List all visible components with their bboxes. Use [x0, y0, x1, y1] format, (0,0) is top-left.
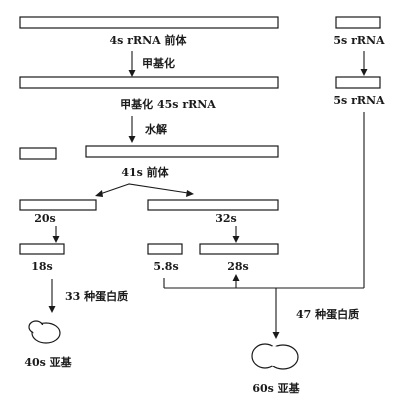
- methylation-label: 甲基化: [142, 56, 175, 70]
- rrna-32s-label: 32s: [215, 212, 237, 225]
- precursor-41s-label: 41s 前体: [121, 165, 169, 179]
- methylated-45s-bar: [19, 76, 279, 89]
- subunit-40s-icon: [28, 320, 61, 344]
- methylated-45s-label: 甲基化 45s rRNA: [120, 97, 216, 111]
- fragment-bar: [19, 147, 57, 160]
- rrna-18s-bar: [19, 243, 65, 255]
- fork-arrow-head-left: [95, 190, 103, 197]
- rrna-18s-label: 18s: [31, 260, 53, 273]
- rrna-5-8s-label: 5.8s: [153, 260, 178, 273]
- rrna-5s-mid-label: 5s rRNA: [333, 94, 385, 107]
- rrna-20s-bar: [19, 199, 97, 211]
- subunit-40s-label: 40s 亚基: [24, 355, 72, 369]
- precursor-4s-bar: [19, 16, 279, 29]
- fork-arrow-lines: [99, 183, 189, 195]
- proteins-33-label: 33 种蛋白质: [65, 289, 128, 303]
- arrow-18s-40s-head: [48, 306, 56, 313]
- precursor-4s-label: 4s rRNA 前体: [109, 33, 187, 47]
- hydrolysis-label: 水解: [145, 122, 167, 136]
- arrow-join-28s-head: [232, 274, 240, 281]
- arrow-join-60s-head: [272, 332, 280, 339]
- hydrolysis-arrow-head: [128, 136, 136, 143]
- arrow-20s-18s-head: [52, 236, 60, 243]
- rrna-5-8s-bar: [147, 243, 183, 255]
- rrna-5s-mid-bar: [335, 76, 381, 89]
- methylation-arrow-head: [128, 70, 136, 77]
- proteins-47-label: 47 种蛋白质: [296, 307, 359, 321]
- arrow-5s-head: [360, 69, 368, 76]
- fork-arrow-head-right: [186, 190, 194, 197]
- rrna-20s-label: 20s: [34, 212, 56, 225]
- rrna-32s-bar: [147, 199, 279, 211]
- rrna-28s-label: 28s: [227, 260, 249, 273]
- rrna-5s-top-bar: [335, 16, 381, 29]
- rrna-28s-bar: [199, 243, 279, 255]
- rrna-5s-top-label: 5s rRNA: [333, 34, 385, 47]
- subunit-60s-label: 60s 亚基: [252, 381, 300, 395]
- subunit-60s-icon: [251, 343, 299, 370]
- arrow-32s-28s-head: [232, 236, 240, 243]
- precursor-41s-bar: [85, 145, 279, 158]
